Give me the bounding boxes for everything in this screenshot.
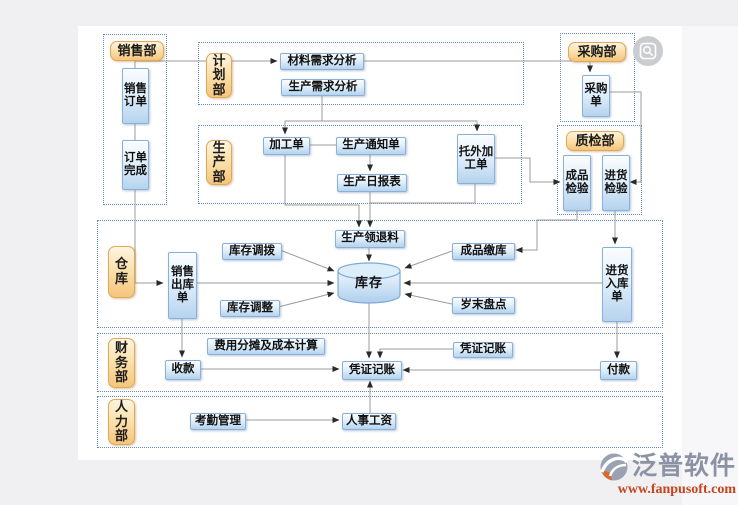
node-outsource-order: 托外加工单 [457,134,495,184]
brand-name: 泛普软件 [631,452,736,481]
node-yearend-count: 岁末盘点 [452,297,515,314]
section-plan [198,42,524,105]
node-incoming-receipt: 进货入库单 [602,247,632,322]
node-purchase-order: 采购单 [582,75,610,117]
node-sales-outbound: 销售出库单 [168,252,197,319]
node-production-notice: 生产通知单 [336,137,406,155]
node-material-req: 材料需求分析 [280,53,364,70]
preview-zoom-button[interactable] [633,36,663,66]
right-margin [682,26,738,505]
node-production-req: 生产需求分析 [281,79,365,96]
node-order-complete: 订单完成 [122,140,149,190]
inventory-cylinder-label: 库存 [354,275,383,290]
node-receipt: 收款 [165,360,201,380]
node-production-daily: 生产日报表 [337,174,407,192]
node-incoming-inspection: 进货检验 [602,155,630,211]
dept-label-purchase: 采购部 [568,42,626,62]
dept-label-finance: 财务部 [108,338,135,388]
node-finished-warehousing: 成品缴库 [452,243,515,260]
node-voucher-upper: 凭证记账 [453,342,513,358]
magnifier-icon [639,42,657,60]
node-inventory-transfer: 库存调拨 [222,243,282,260]
brand-logo: 泛普软件 www.fanpusoft.com [599,452,736,498]
node-process-order: 加工单 [263,137,310,155]
node-voucher-main: 凭证记账 [342,361,402,380]
brand-logo-icon [600,453,629,481]
section-hr [97,396,663,448]
dept-label-warehouse: 仓库 [108,246,135,298]
node-sales-order: 销售订单 [122,68,149,124]
node-finished-inspection: 成品检验 [563,155,591,211]
section-purchase [560,33,635,122]
dept-label-plan: 计划部 [206,53,232,98]
section-production [198,125,522,204]
dept-label-production: 生产部 [206,140,232,185]
brand-url: www.fanpusoft.com [617,481,736,497]
dept-label-sales: 销售部 [110,41,164,61]
inventory-cylinder [337,262,401,304]
dept-label-qc: 质检部 [566,131,624,151]
section-finance [97,333,663,392]
dept-label-hr: 人力部 [108,399,135,445]
node-attendance: 考勤管理 [190,413,246,430]
node-production-material: 生产领退料 [335,230,405,248]
node-inventory-adjust: 库存调整 [220,300,280,317]
node-payment: 付款 [600,361,637,380]
section-warehouse [97,220,663,328]
node-payroll: 人事工资 [342,413,396,430]
node-cost-allocation: 费用分摊及成本计算 [207,338,325,355]
